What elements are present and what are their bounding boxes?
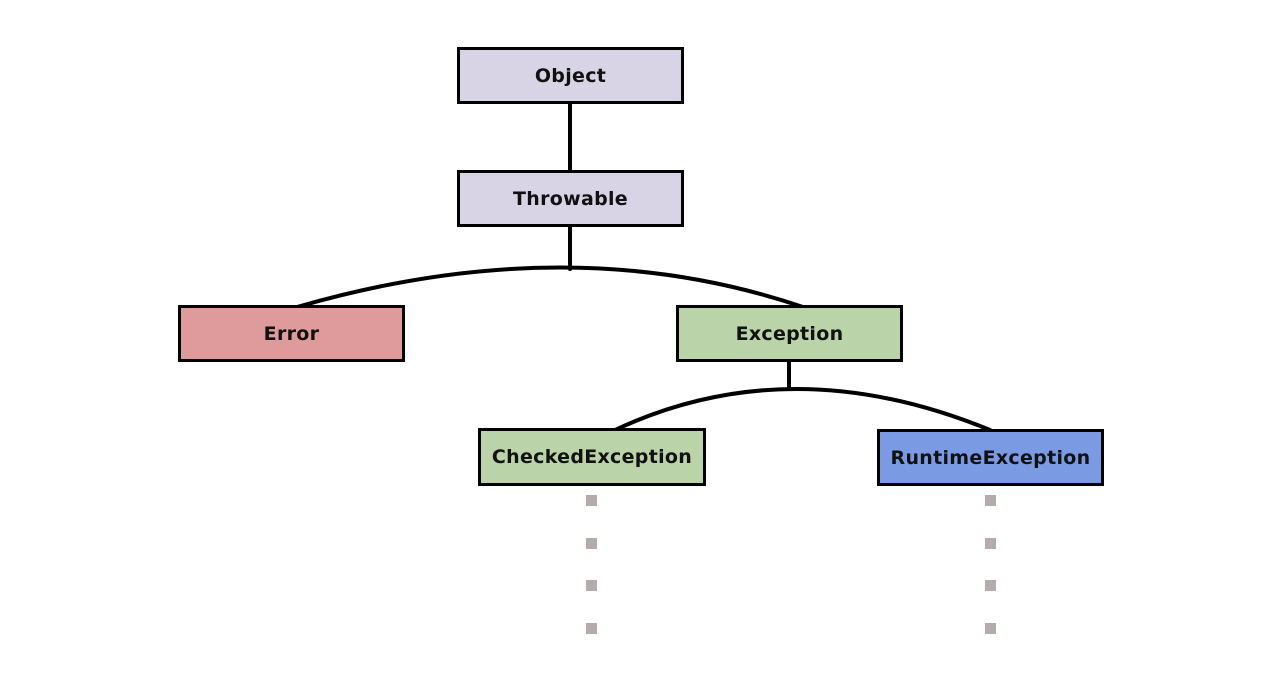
edge-exception-children-arc: [613, 387, 992, 432]
node-exception: Exception: [676, 305, 903, 362]
edge-throwable-children-arc: [295, 265, 805, 309]
continuation-dot: [586, 580, 597, 591]
node-object: Object: [457, 47, 684, 104]
node-runtime-exception: RuntimeException: [877, 429, 1104, 486]
node-object-label: Object: [534, 64, 607, 87]
node-error: Error: [178, 305, 405, 362]
continuation-dot: [985, 495, 996, 506]
node-error-label: Error: [263, 322, 320, 345]
node-exception-label: Exception: [735, 322, 844, 345]
node-runtime-exception-label: RuntimeException: [890, 446, 1091, 469]
continuation-dot: [985, 580, 996, 591]
node-checked-exception: CheckedException: [478, 428, 706, 486]
node-checked-exception-label: CheckedException: [491, 446, 693, 468]
continuation-dot: [586, 495, 597, 506]
continuation-dot: [985, 623, 996, 634]
continuation-dot: [586, 623, 597, 634]
continuation-dot: [985, 538, 996, 549]
node-throwable: Throwable: [457, 170, 684, 227]
node-throwable-label: Throwable: [513, 187, 628, 210]
continuation-dot: [586, 538, 597, 549]
